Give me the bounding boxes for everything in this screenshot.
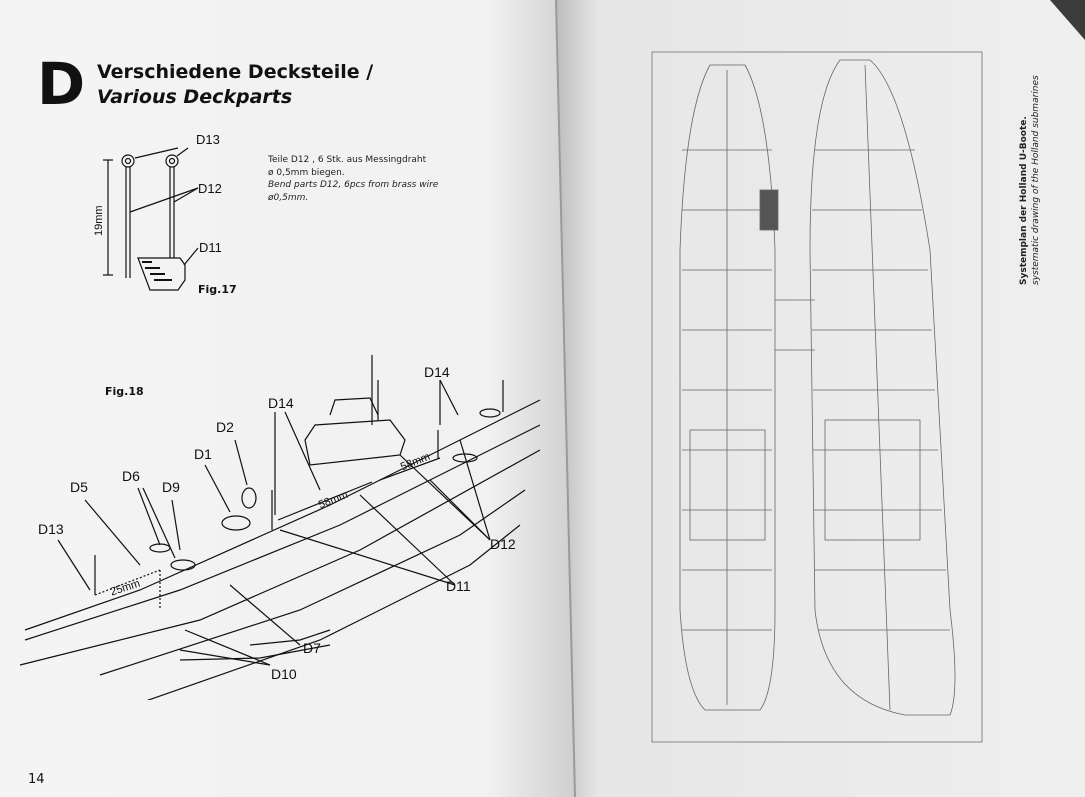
fig18-label-d13: D13	[38, 521, 64, 537]
fig18-label-d1: D1	[194, 446, 212, 462]
fig17-drawing	[103, 147, 199, 291]
fig18-label-d10: D10	[271, 666, 297, 682]
fig18-label-d14-right: D14	[424, 364, 450, 380]
fig17-label-d13: D13	[196, 132, 220, 147]
fig18-label-d2: D2	[216, 419, 234, 435]
fig18-label-d9: D9	[162, 479, 180, 495]
instruction-line-de-2: ø 0,5mm biegen.	[268, 167, 345, 178]
fig18-drawing	[19, 355, 541, 700]
fig17-label-d12: D12	[198, 181, 222, 196]
instruction-line-de-1: Teile D12 , 6 Stk. aus Messingdraht	[268, 155, 427, 165]
fig17-label-d11: D11	[199, 240, 222, 255]
instruction-line-en-2: ø0,5mm.	[268, 192, 309, 203]
page-number: 14	[28, 772, 45, 787]
section-letter: D	[37, 50, 86, 118]
drawing-caption-english: systematic drawing of the Holland submar…	[1031, 75, 1041, 285]
fig18-caption: Fig.18	[105, 385, 144, 398]
fig17-height-dimension: 19mm	[93, 205, 105, 236]
fig18-label-d5: D5	[70, 479, 88, 495]
section-title-german: Verschiedene Decksteile /	[97, 61, 374, 83]
submarine-plan-drawing	[651, 51, 983, 743]
fig18-label-d14-left: D14	[268, 395, 294, 411]
fig17-caption: Fig.17	[198, 283, 237, 296]
section-title-english: Various Deckparts	[97, 86, 293, 108]
instruction-line-en-1: Bend parts D12, 6pcs from brass wire	[268, 180, 439, 190]
drawing-caption: Systemplan der Holland U-Boote. systemat…	[1018, 75, 1042, 285]
fig18-label-d12: D12	[490, 536, 516, 552]
instruction-text: Teile D12 , 6 Stk. aus Messingdraht ø 0,…	[268, 154, 438, 204]
fig18-label-d11: D11	[446, 578, 471, 594]
fig18-label-d6: D6	[122, 468, 140, 484]
fig18-label-d7: D7	[303, 640, 321, 656]
drawing-caption-german: Systemplan der Holland U-Boote.	[1019, 116, 1029, 285]
